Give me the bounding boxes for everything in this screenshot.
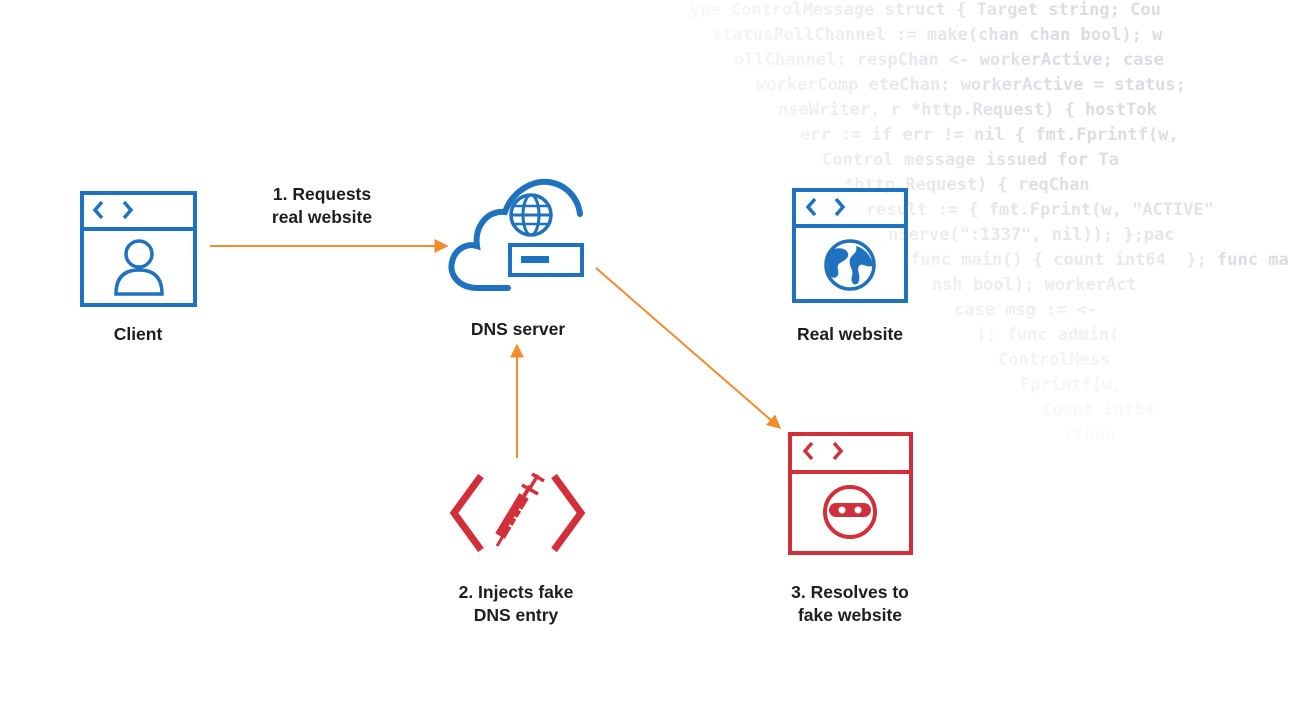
client-label: Client: [113, 324, 163, 344]
code-fade-overlay: [0, 0, 1218, 717]
dns-server-label: DNS server: [470, 319, 566, 339]
code-injection-syringe-icon: [449, 472, 586, 553]
globe-browser-window-icon: [792, 188, 908, 303]
ninja-browser-window-icon: [788, 432, 913, 555]
arrow-dns-to-fake-website: [595, 267, 782, 429]
diagram-graphics: [80, 178, 913, 555]
request-edge-label: 1. Requests real website: [271, 184, 373, 227]
cloud-globe-server-icon: [448, 178, 584, 291]
real-website-label: Real website: [796, 324, 904, 344]
user-browser-window-icon: [80, 191, 197, 307]
attacker-label: 2. Injects fake DNS entry: [458, 582, 574, 625]
fake-website-label: 3. Resolves to fake website: [791, 582, 909, 625]
